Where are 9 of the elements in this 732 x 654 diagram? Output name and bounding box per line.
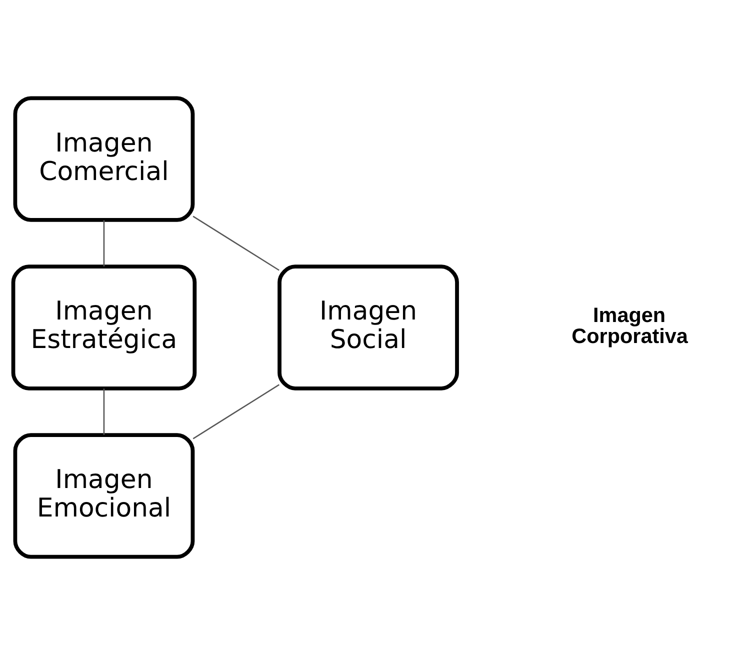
connector bbox=[103, 388, 105, 434]
node-box: Imagen Social bbox=[278, 264, 459, 390]
connector bbox=[103, 220, 105, 266]
connector bbox=[192, 384, 280, 439]
node-box: Imagen Emocional bbox=[13, 432, 195, 558]
connector bbox=[192, 215, 280, 270]
label: Imagen Corporativa bbox=[572, 304, 688, 348]
node-box: Imagen Comercial bbox=[13, 96, 195, 222]
node-box: Imagen Estratégica bbox=[11, 264, 197, 390]
